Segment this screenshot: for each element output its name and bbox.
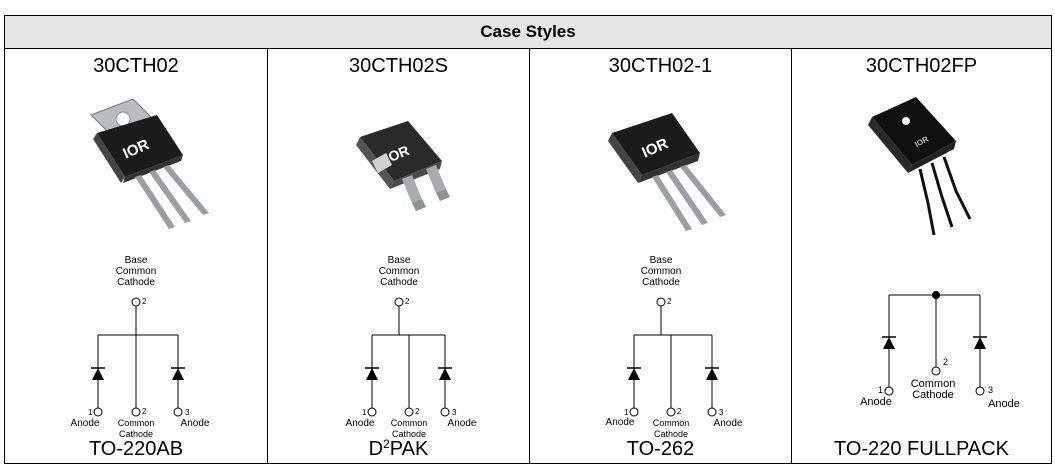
pin-3-number: 3 bbox=[988, 385, 994, 395]
case-styles-table: Case Styles 30CTH02 IOR Base Common Cath… bbox=[4, 15, 1052, 464]
pin-2-label: Common Cathode bbox=[652, 418, 690, 439]
column-30cth02s: 30CTH02S IOR Base Common Cathode bbox=[267, 49, 529, 463]
package-name: TO-220 FULLPACK bbox=[834, 438, 1009, 460]
to262-package-image: IOR bbox=[608, 113, 726, 231]
pin-3-number: 3 bbox=[185, 408, 190, 417]
pin-1-number: 1 bbox=[624, 408, 629, 417]
pin-1-number: 1 bbox=[88, 408, 93, 417]
d2pak-package-image: IOR bbox=[356, 121, 450, 211]
column-30cth02: 30CTH02 IOR Base Common Cathode bbox=[5, 49, 267, 463]
part-number: 30CTH02-1 bbox=[608, 55, 713, 77]
part-number: 30CTH02 bbox=[93, 55, 179, 77]
diode-schematic bbox=[882, 291, 987, 396]
diode-schematic bbox=[365, 297, 452, 417]
pin-3-label: Anode bbox=[988, 398, 1020, 410]
to220-package-image: IOR bbox=[90, 98, 209, 229]
pin-2-number: 2 bbox=[415, 407, 420, 416]
to220-fullpack-package-image: IOR bbox=[868, 97, 972, 236]
column-30cth02-1: 30CTH02-1 IOR Base Common Cathode bbox=[529, 49, 791, 463]
base-pin-number: 2 bbox=[405, 297, 410, 306]
pin-2-label: Common Cathode bbox=[390, 418, 428, 439]
pin-3-number: 3 bbox=[452, 408, 457, 417]
pin-1-number: 1 bbox=[362, 408, 367, 417]
pin-1-label: Anode bbox=[70, 418, 100, 429]
pin-3-label: Anode bbox=[180, 418, 210, 429]
pin-2-number: 2 bbox=[943, 357, 949, 367]
pin-1-label: Anode bbox=[345, 418, 375, 429]
diode-schematic bbox=[91, 297, 185, 417]
table-title: Case Styles bbox=[480, 22, 576, 41]
pin-2-number: 2 bbox=[142, 407, 147, 416]
pin-3-label: Anode bbox=[713, 418, 743, 429]
pin-2-label: Common Cathode bbox=[910, 378, 956, 401]
base-common-cathode-label: Base Common Cathode bbox=[115, 255, 157, 288]
part-number: 30CTH02FP bbox=[865, 55, 978, 77]
pin-2-number: 2 bbox=[677, 407, 682, 416]
part-number: 30CTH02S bbox=[349, 55, 448, 77]
package-name: TO-220AB bbox=[88, 438, 184, 460]
base-common-cathode-label: Base Common Cathode bbox=[640, 255, 682, 288]
base-pin-number: 2 bbox=[142, 297, 147, 306]
pin-3-label: Anode bbox=[447, 418, 477, 429]
pin-1-label: Anode bbox=[860, 396, 892, 408]
base-common-cathode-label: Base Common Cathode bbox=[378, 255, 420, 288]
pin-1-label-col3: Anode bbox=[605, 417, 635, 428]
column-30cth02fp: 30CTH02FP IOR 1 2 3 Anode bbox=[791, 49, 1051, 463]
pin-3-number: 3 bbox=[719, 408, 724, 417]
table-header: Case Styles bbox=[5, 16, 1051, 49]
package-name: TO-262 bbox=[626, 438, 695, 460]
base-pin-number: 2 bbox=[667, 297, 672, 306]
pin-1-number: 1 bbox=[878, 385, 884, 395]
pin-2-label: Common Cathode bbox=[117, 418, 155, 439]
diode-schematic bbox=[627, 297, 719, 417]
package-name: D2PAK bbox=[368, 437, 429, 460]
